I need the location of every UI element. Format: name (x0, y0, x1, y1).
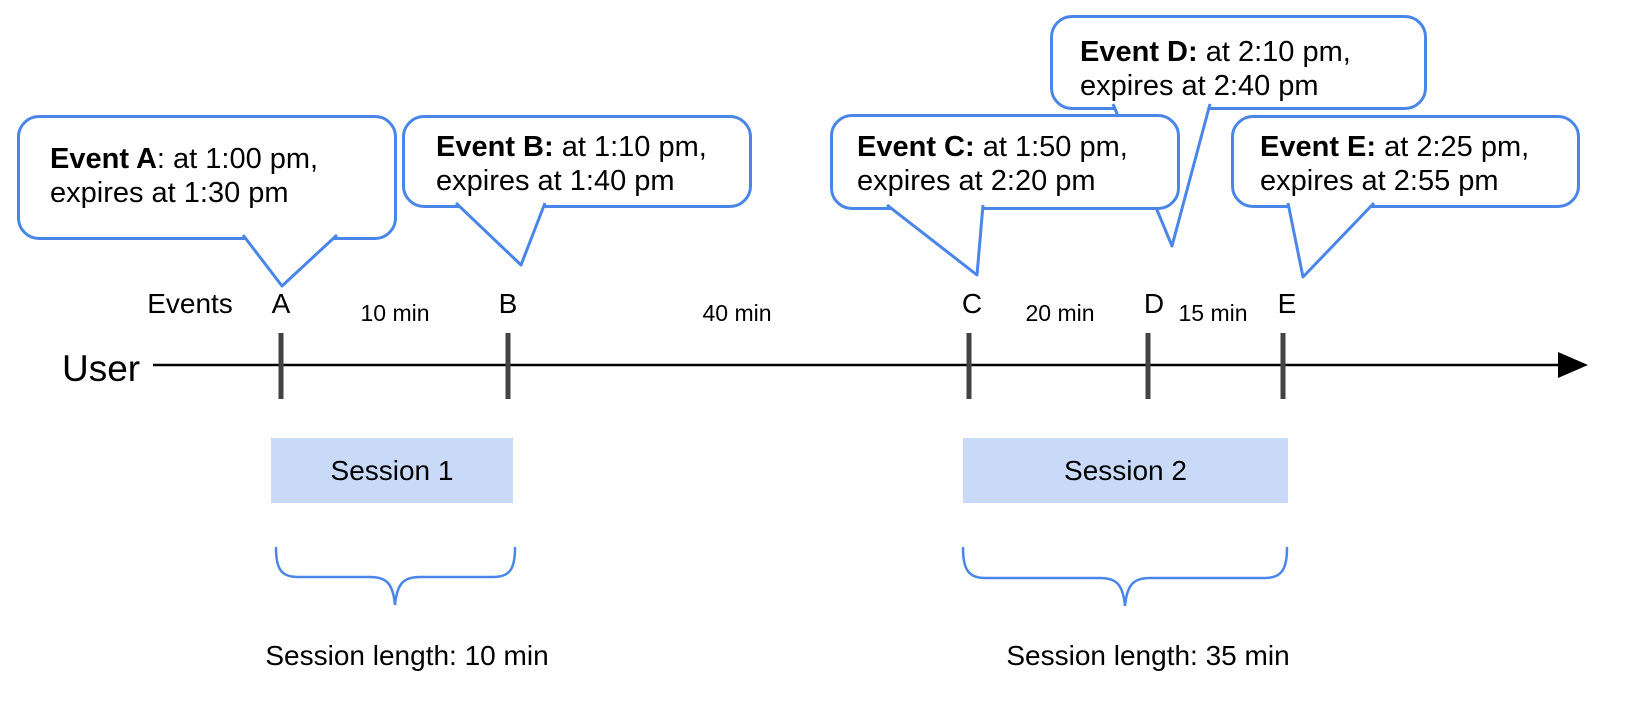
tick-d (1145, 333, 1151, 399)
tick-label-a: A (271, 288, 291, 319)
user-axis-label: User (62, 348, 141, 389)
event-a-time: : at 1:00 pm, (156, 143, 319, 175)
event-e-time: at 2:25 pm, (1376, 131, 1530, 163)
tick-b (505, 333, 511, 399)
event-e-bubble-tail (1286, 201, 1376, 279)
event-e-title: Event E: (1260, 131, 1377, 163)
event-d-time: at 2:10 pm, (1197, 36, 1351, 68)
session-2-label: Session 2 (1064, 454, 1187, 486)
event-d-text: Event D: at 2:10 pm,expires at 2:40 pm (1053, 18, 1424, 103)
events-axis-label: Events (147, 288, 233, 319)
event-b-bubble-tail (454, 201, 547, 267)
tick-e (1280, 333, 1286, 399)
session-1-label: Session 1 (330, 454, 454, 486)
event-a-bubble: Event A: at 1:00 pm,expires at 1:30 pm (17, 115, 397, 240)
event-a-expiry: expires at 1:30 pm (50, 177, 289, 209)
interval-label-b-c: 40 min (702, 300, 772, 326)
tick-a (278, 333, 284, 399)
session-1-box: Session 1 (271, 438, 513, 503)
event-a-title: Event A (50, 143, 157, 175)
event-c-bubble: Event C: at 1:50 pm,expires at 2:20 pm (830, 114, 1180, 210)
event-c-time: at 1:50 pm, (974, 131, 1128, 163)
event-b-text: Event B: at 1:10 pm,expires at 1:40 pm (405, 118, 749, 198)
tick-label-c: C (961, 288, 983, 319)
session-1-brace (274, 546, 517, 606)
event-b-bubble: Event B: at 1:10 pm,expires at 1:40 pm (402, 115, 752, 208)
timeline-arrowhead-icon (1558, 352, 1588, 378)
event-e-text: Event E: at 2:25 pm,expires at 2:55 pm (1234, 118, 1577, 198)
event-c-expiry: expires at 2:20 pm (857, 165, 1096, 197)
event-d-title: Event D: (1080, 36, 1198, 68)
session-2-box: Session 2 (963, 438, 1288, 503)
interval-label-c-d: 20 min (1025, 300, 1095, 326)
event-c-bubble-tail (886, 203, 985, 277)
event-d-expiry: expires at 2:40 pm (1080, 70, 1319, 102)
event-a-text: Event A: at 1:00 pm,expires at 1:30 pm (20, 118, 394, 210)
event-b-time: at 1:10 pm, (553, 131, 707, 163)
session-1-length-label: Session length: 10 min (265, 640, 549, 671)
tick-label-d: D (1143, 288, 1165, 319)
interval-label-a-b: 10 min (360, 300, 430, 326)
tick-label-b: B (498, 288, 518, 319)
event-e-expiry: expires at 2:55 pm (1260, 165, 1499, 197)
session-2-brace (961, 546, 1289, 607)
event-a-bubble-tail (241, 233, 339, 288)
event-b-title: Event B: (436, 131, 554, 163)
event-b-expiry: expires at 1:40 pm (436, 165, 675, 197)
event-c-text: Event C: at 1:50 pm,expires at 2:20 pm (833, 117, 1177, 198)
interval-label-d-e: 15 min (1178, 300, 1248, 326)
event-c-title: Event C: (857, 131, 975, 163)
event-d-bubble: Event D: at 2:10 pm,expires at 2:40 pm (1050, 15, 1427, 110)
session-2-length-label: Session length: 35 min (1006, 640, 1290, 671)
tick-c (966, 333, 972, 399)
event-e-bubble: Event E: at 2:25 pm,expires at 2:55 pm (1231, 115, 1580, 208)
tick-label-e: E (1277, 288, 1297, 319)
